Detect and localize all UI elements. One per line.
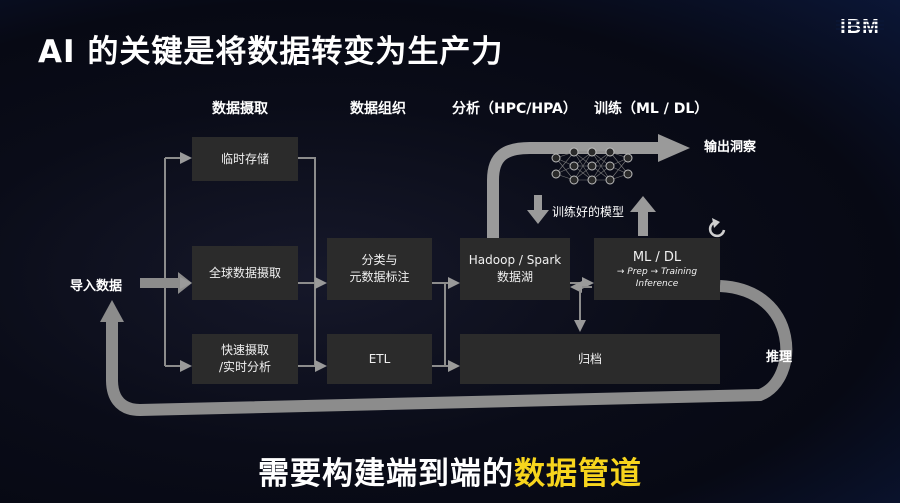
output-arrow (487, 134, 690, 238)
box-data-lake-line2: 数据湖 (496, 270, 533, 284)
output-insight-label: 输出洞察 (704, 140, 757, 155)
column-header-train: 训练（ML / DL） (594, 101, 709, 117)
model-up-arrow (630, 196, 656, 236)
model-down-arrow (527, 195, 549, 224)
box-fast-ingest: 快速摄取 /实时分析 (192, 334, 298, 384)
ibm-logo: IBM (836, 16, 884, 38)
column-header-ingest: 数据摄取 (212, 101, 268, 117)
box-data-lake-line1: Hadoop / Spark (468, 253, 562, 267)
box-data-lake: Hadoop / Spark 数据湖 (460, 238, 570, 300)
box-ml-dl-sub2: Inference (635, 278, 679, 289)
box-classify-metadata: 分类与 元数据标注 (327, 238, 432, 300)
neural-net-icon (551, 147, 633, 185)
box-archive: 归档 (460, 334, 720, 384)
ingest-merge (298, 157, 327, 372)
column-header-organize: 数据组织 (350, 101, 406, 117)
trained-model-label: 训练好的模型 (552, 205, 625, 219)
page-title: AI 的关键是将数据转变为生产力 (38, 34, 504, 70)
bottom-title-highlight: 数据管道 (514, 456, 642, 492)
refresh-icon (708, 218, 726, 238)
box-fast-ingest-line1: 快速摄取 (220, 343, 269, 357)
import-data-label: 导入数据 (70, 279, 123, 294)
logo-text: IBM (840, 16, 880, 38)
box-temp-storage-label: 临时存储 (220, 151, 269, 166)
loop-arrow (100, 280, 793, 417)
box-classify-line1: 分类与 (361, 253, 398, 267)
box-ml-dl: ML / DL → Prep → Training Inference (594, 238, 720, 300)
column-header-analyze: 分析（HPC/HPA） (452, 101, 577, 117)
ingest-fanout (164, 152, 192, 372)
box-fast-ingest-line2: /实时分析 (218, 360, 272, 374)
box-classify-line2: 元数据标注 (349, 270, 410, 284)
bottom-title-prefix: 需要构建端到端的 (258, 456, 514, 492)
box-global-ingest-label: 全球数据摄取 (208, 265, 281, 280)
box-ml-dl-sub1: → Prep → Training (616, 266, 698, 277)
box-global-ingest: 全球数据摄取 (192, 246, 298, 300)
bottom-title: 需要构建端到端的数据管道 (0, 448, 900, 493)
organize-merge (432, 277, 460, 372)
box-etl-label: ETL (368, 351, 391, 366)
box-archive-label: 归档 (577, 351, 602, 366)
inference-label: 推理 (766, 350, 793, 365)
box-ml-dl-title: ML / DL (632, 249, 682, 265)
box-etl: ETL (327, 334, 432, 384)
lake-ml-link (570, 277, 594, 332)
box-temp-storage: 临时存储 (192, 137, 298, 181)
